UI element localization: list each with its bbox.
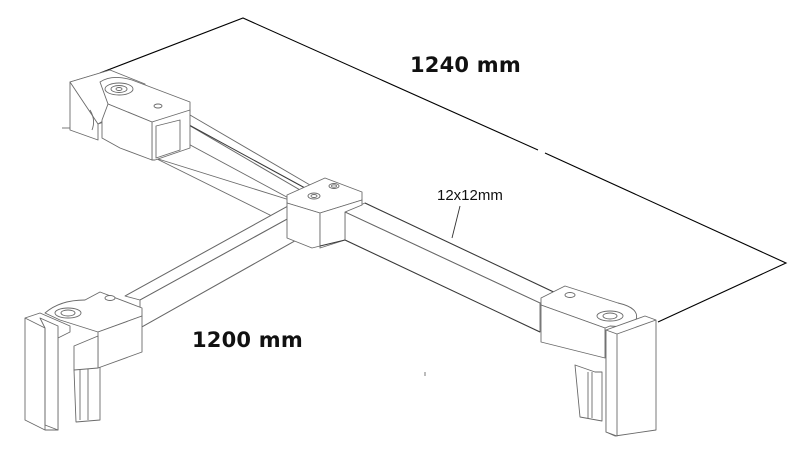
tube-lower-left	[124, 205, 301, 329]
dimension-label-1200: 1200 mm	[192, 328, 303, 352]
clamp-bottom-right	[540, 285, 657, 437]
center-connector	[286, 177, 363, 249]
clamp-bottom-left	[24, 291, 143, 431]
tube-profile-leader	[451, 205, 461, 239]
dimension-label-1240: 1240 mm	[410, 53, 521, 77]
clamp-top-left	[62, 69, 191, 161]
dimension-label-tube-profile: 12x12mm	[437, 187, 503, 204]
dimension-line-1240	[99, 17, 788, 323]
tube-main-right	[344, 202, 561, 333]
